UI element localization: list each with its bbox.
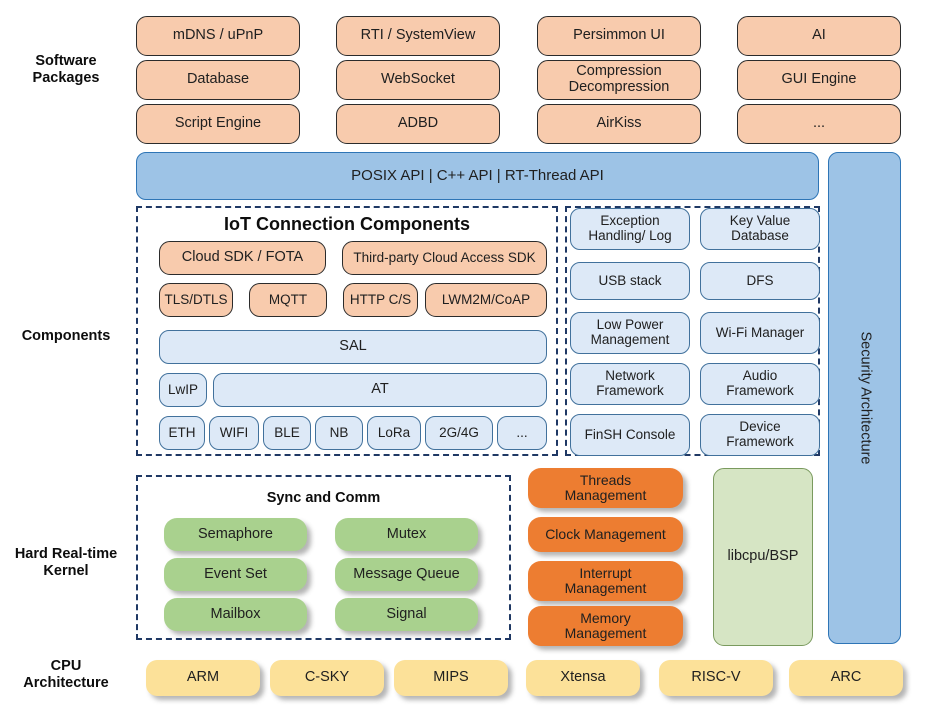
cpu-architecture-box[interactable]: Xtensa bbox=[526, 660, 640, 696]
iot-protocol-box[interactable]: MQTT bbox=[249, 283, 327, 317]
cpu-architecture-box[interactable]: C-SKY bbox=[270, 660, 384, 696]
software-package-box[interactable]: WebSocket bbox=[336, 60, 500, 100]
libcpu-bsp-box[interactable]: libcpu/BSP bbox=[713, 468, 813, 646]
software-package-box[interactable]: Database bbox=[136, 60, 300, 100]
software-package-box[interactable]: Persimmon UI bbox=[537, 16, 701, 56]
sync-and-comm-group-title: Sync and Comm bbox=[266, 490, 381, 506]
iot-phy-box[interactable]: LoRa bbox=[367, 416, 421, 450]
software-package-box[interactable]: AirKiss bbox=[537, 104, 701, 144]
kernel-sync-box[interactable]: Semaphore bbox=[164, 518, 307, 551]
row-label-components: Components bbox=[21, 328, 111, 345]
row-label-kernel: Hard Real-time Kernel bbox=[14, 545, 118, 579]
iot-phy-box[interactable]: ... bbox=[497, 416, 547, 450]
iot-protocol-box[interactable]: HTTP C/S bbox=[343, 283, 418, 317]
iot-sal-box[interactable]: SAL bbox=[159, 330, 547, 364]
software-package-box[interactable]: Compression Decompression bbox=[537, 60, 701, 100]
security-architecture-bar[interactable]: Security Architecture bbox=[828, 152, 901, 644]
iot-cloud-box[interactable]: Third-party Cloud Access SDK bbox=[342, 241, 547, 275]
cpu-architecture-box[interactable]: ARM bbox=[146, 660, 260, 696]
sync-and-comm-group-frame bbox=[136, 475, 511, 640]
software-package-box[interactable]: GUI Engine bbox=[737, 60, 901, 100]
iot-phy-box[interactable]: 2G/4G bbox=[425, 416, 493, 450]
software-package-box[interactable]: AI bbox=[737, 16, 901, 56]
iot-phy-box[interactable]: BLE bbox=[263, 416, 311, 450]
iot-connection-group-title: IoT Connection Components bbox=[224, 214, 470, 234]
software-package-box[interactable]: mDNS / uPnP bbox=[136, 16, 300, 56]
component-box[interactable]: Wi-Fi Manager bbox=[700, 312, 820, 354]
security-architecture-label: Security Architecture bbox=[857, 331, 874, 465]
iot-lwip-box[interactable]: LwIP bbox=[159, 373, 207, 407]
component-box[interactable]: DFS bbox=[700, 262, 820, 300]
software-package-box[interactable]: ... bbox=[737, 104, 901, 144]
iot-cloud-box[interactable]: Cloud SDK / FOTA bbox=[159, 241, 326, 275]
cpu-architecture-box[interactable]: ARC bbox=[789, 660, 903, 696]
component-box[interactable]: Device Framework bbox=[700, 414, 820, 456]
kernel-management-box[interactable]: Clock Management bbox=[528, 517, 683, 552]
kernel-sync-box[interactable]: Mailbox bbox=[164, 598, 307, 631]
iot-phy-box[interactable]: NB bbox=[315, 416, 363, 450]
kernel-management-box[interactable]: Interrupt Management bbox=[528, 561, 683, 601]
iot-protocol-box[interactable]: LWM2M/CoAP bbox=[425, 283, 547, 317]
software-package-box[interactable]: RTI / SystemView bbox=[336, 16, 500, 56]
software-package-box[interactable]: Script Engine bbox=[136, 104, 300, 144]
kernel-sync-box[interactable]: Event Set bbox=[164, 558, 307, 591]
component-box[interactable]: FinSH Console bbox=[570, 414, 690, 456]
row-label-cpu-architecture: CPU Architecture bbox=[23, 657, 109, 691]
kernel-sync-box[interactable]: Message Queue bbox=[335, 558, 478, 591]
component-box[interactable]: Low Power Management bbox=[570, 312, 690, 354]
iot-at-box[interactable]: AT bbox=[213, 373, 547, 407]
row-label-software-packages: Software Packages bbox=[32, 52, 100, 86]
kernel-sync-box[interactable]: Signal bbox=[335, 598, 478, 631]
kernel-management-box[interactable]: Threads Management bbox=[528, 468, 683, 508]
component-box[interactable]: Exception Handling/ Log bbox=[570, 208, 690, 250]
component-box[interactable]: Key Value Database bbox=[700, 208, 820, 250]
iot-connection-group-frame bbox=[136, 206, 558, 456]
cpu-architecture-box[interactable]: MIPS bbox=[394, 660, 508, 696]
iot-protocol-box[interactable]: TLS/DTLS bbox=[159, 283, 233, 317]
kernel-management-box[interactable]: Memory Management bbox=[528, 606, 683, 646]
component-box[interactable]: Network Framework bbox=[570, 363, 690, 405]
cpu-architecture-box[interactable]: RISC-V bbox=[659, 660, 773, 696]
iot-phy-box[interactable]: WIFI bbox=[209, 416, 259, 450]
component-box[interactable]: Audio Framework bbox=[700, 363, 820, 405]
iot-phy-box[interactable]: ETH bbox=[159, 416, 205, 450]
component-box[interactable]: USB stack bbox=[570, 262, 690, 300]
kernel-sync-box[interactable]: Mutex bbox=[335, 518, 478, 551]
software-package-box[interactable]: ADBD bbox=[336, 104, 500, 144]
api-bar[interactable]: POSIX API | C++ API | RT-Thread API bbox=[136, 152, 819, 200]
